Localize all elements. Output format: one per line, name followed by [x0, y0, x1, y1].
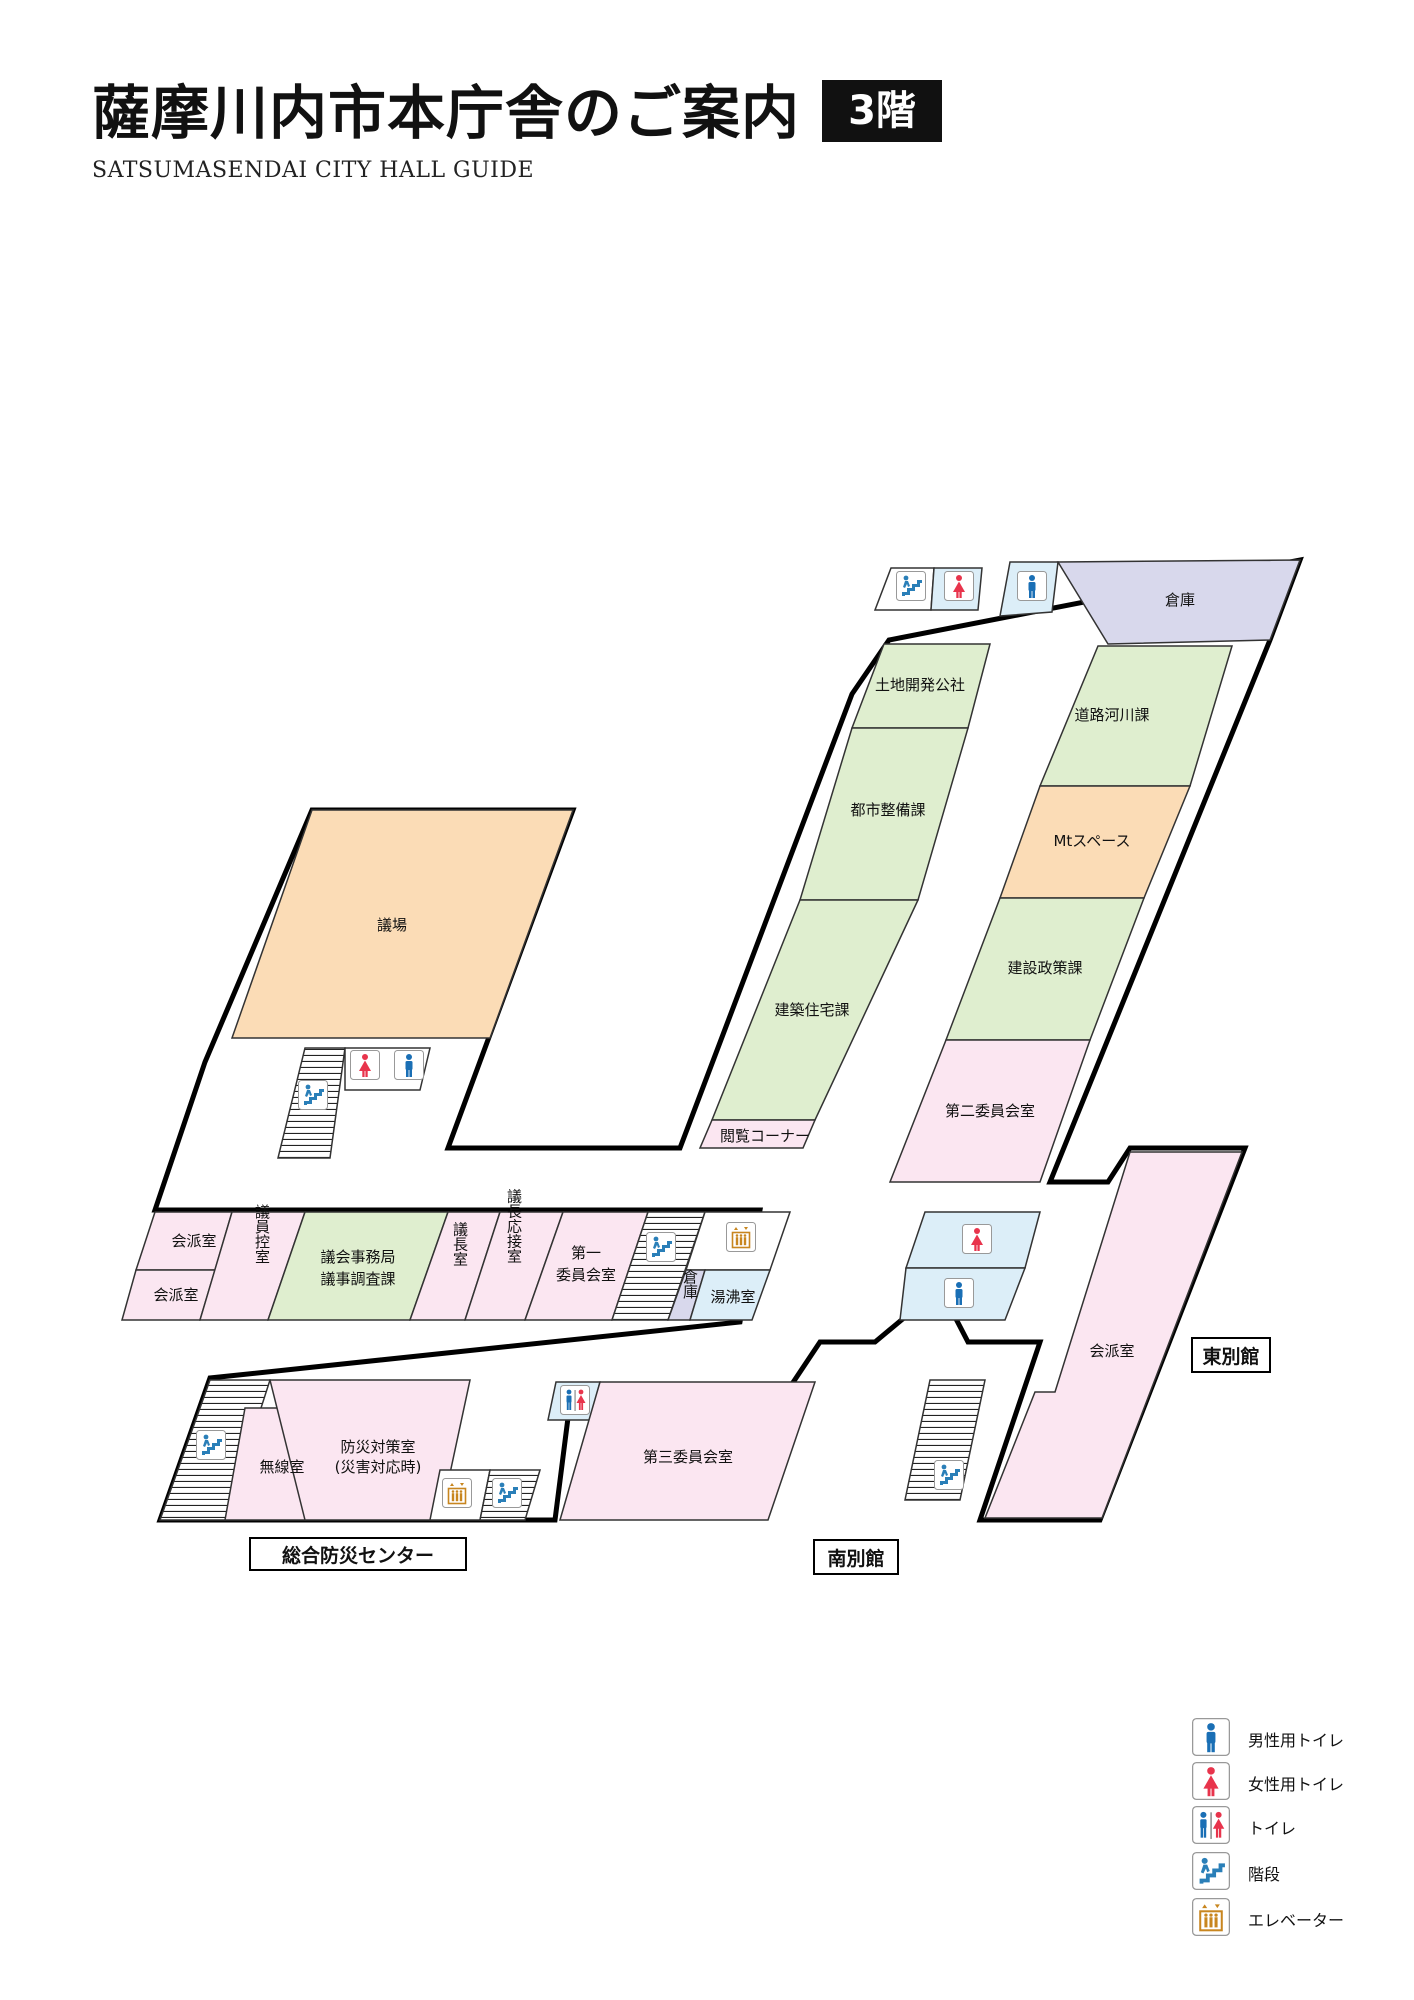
label-gicho: 議長室	[451, 1221, 469, 1267]
label-kaiha2: 会派室	[153, 1286, 198, 1304]
label-souko-small: 倉庫	[681, 1269, 699, 1299]
stairs-icon	[646, 1232, 676, 1262]
label-bousai-1: 防災対策室	[340, 1438, 415, 1456]
legend-male-label: 男性用トイレ	[1248, 1731, 1345, 1750]
label-kaiha1: 会派室	[171, 1232, 216, 1250]
room-souko-top	[1056, 559, 1302, 645]
toilet-icon	[560, 1385, 590, 1415]
page-subtitle: SATSUMASENDAI CITY HALL GUIDE	[92, 158, 535, 183]
stairs-icon	[196, 1430, 226, 1460]
room-etsuran	[698, 1119, 817, 1149]
male-toilet-icon	[1017, 571, 1047, 601]
legend-male: 男性用トイレ	[1192, 1718, 1412, 1758]
legend-toilet-label: トイレ	[1248, 1819, 1297, 1838]
female-toilet-icon	[350, 1050, 380, 1080]
label-yuwakashi: 湯沸室	[710, 1288, 755, 1306]
male-toilet-icon	[1192, 1718, 1230, 1756]
room-daini	[888, 1039, 1092, 1183]
legend-female-label: 女性用トイレ	[1248, 1775, 1345, 1794]
label-etsuran: 閲覧コーナー	[720, 1127, 810, 1145]
stairs-icon	[1192, 1852, 1230, 1890]
male-toilet-icon	[394, 1050, 424, 1080]
legend-stairs: 階段	[1192, 1852, 1412, 1892]
stairs-icon	[896, 571, 926, 601]
label-gicho-osetsu: 議長応接室	[505, 1188, 523, 1264]
room-daisan	[559, 1381, 817, 1521]
elevator-icon	[726, 1222, 756, 1252]
room-gijo	[230, 809, 575, 1039]
floor-badge: 3階	[822, 80, 942, 142]
elevator-icon	[442, 1478, 472, 1508]
building-higashi-label: 東別館	[1202, 1345, 1259, 1368]
legend-stairs-label: 階段	[1248, 1865, 1281, 1884]
female-toilet-icon	[962, 1224, 992, 1254]
label-gikai-2: 議事調査課	[320, 1270, 395, 1288]
label-kenchiku: 建築住宅課	[774, 1001, 849, 1019]
label-gikai-1: 議会事務局	[320, 1248, 395, 1266]
female-toilet-icon	[944, 571, 974, 601]
label-kaiha-east: 会派室	[1089, 1342, 1134, 1360]
label-giin-hikae: 議員控室	[253, 1203, 271, 1264]
female-toilet-icon	[1192, 1762, 1230, 1800]
label-kensetsu: 建設政策課	[1007, 959, 1082, 977]
label-daini: 第二委員会室	[945, 1102, 1035, 1120]
building-sougou-box	[249, 1537, 467, 1571]
stairs-icon	[492, 1478, 522, 1508]
label-daiichi-2: 委員会室	[556, 1266, 616, 1284]
legend-elevator: エレベーター	[1192, 1898, 1412, 1938]
label-tochi: 土地開発公社	[875, 676, 965, 694]
label-daiichi-1: 第一	[571, 1244, 601, 1262]
room-kaiha-east	[983, 1151, 1244, 1519]
label-mtspace: Mtスペース	[1053, 832, 1130, 850]
stairs-icon	[298, 1080, 328, 1110]
label-toshi: 都市整備課	[850, 801, 925, 819]
room-yuwakashi	[688, 1269, 772, 1321]
label-souko-top: 倉庫	[1165, 591, 1195, 609]
building-higashi-box	[1191, 1337, 1271, 1373]
male-toilet-icon	[944, 1278, 974, 1308]
building-minami-label: 南別館	[827, 1547, 884, 1570]
legend-toilet: トイレ	[1192, 1806, 1412, 1846]
building-sougou-label: 総合防災センター	[282, 1544, 434, 1567]
label-musen: 無線室	[259, 1458, 304, 1476]
stairs-icon	[934, 1460, 964, 1490]
label-daisan: 第三委員会室	[643, 1448, 733, 1466]
building-minami-box	[813, 1539, 899, 1575]
label-bousai-2: (災害対応時)	[335, 1458, 422, 1476]
elevator-icon	[1192, 1898, 1230, 1936]
toilet-icon	[1192, 1806, 1230, 1844]
legend-elevator-label: エレベーター	[1248, 1911, 1345, 1930]
page-title: 薩摩川内市本庁舎のご案内	[92, 79, 801, 147]
room-stairs-east	[904, 1379, 986, 1501]
label-gijo: 議場	[377, 916, 407, 934]
legend-female: 女性用トイレ	[1192, 1762, 1412, 1802]
label-douro: 道路河川課	[1074, 706, 1149, 724]
